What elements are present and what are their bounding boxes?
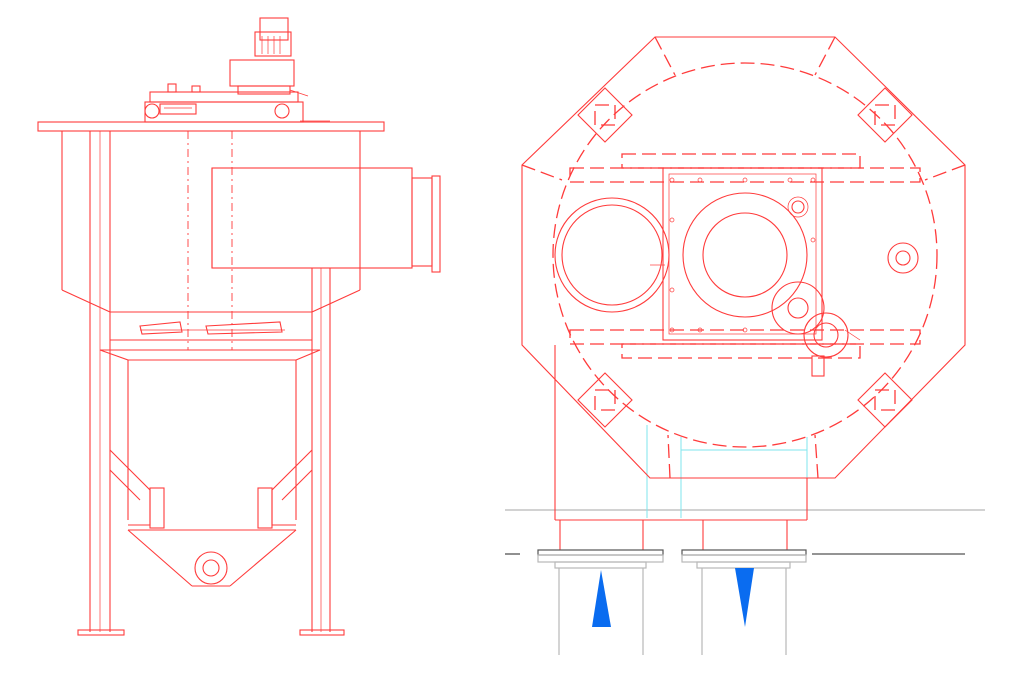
plan-view <box>505 36 985 655</box>
outlet-duct <box>211 167 441 273</box>
vessel-outline-dashed <box>552 62 938 448</box>
flow-marker-down <box>735 568 754 627</box>
flange-left <box>537 549 664 556</box>
foot-left <box>77 629 125 636</box>
corner-brackets <box>577 87 913 428</box>
support-legs <box>77 131 345 636</box>
flow-marker-up <box>592 570 611 627</box>
drain-flange <box>194 551 228 585</box>
vessel-body <box>61 131 361 351</box>
beam-lower <box>569 329 921 345</box>
radial-guides <box>521 36 966 479</box>
agitator-paddles <box>139 321 285 335</box>
motor-body <box>254 31 292 57</box>
drive-motor-plan <box>771 281 861 377</box>
brace-bracket-left <box>149 487 165 529</box>
lower-hopper <box>99 339 321 587</box>
reference-lines <box>646 425 808 518</box>
center-port <box>702 212 788 298</box>
small-port-right <box>887 242 919 274</box>
center-port-flange <box>682 192 808 318</box>
side-elevation-view <box>37 17 441 636</box>
brace-bracket-right <box>257 487 273 529</box>
flange-right <box>681 549 807 556</box>
top-plate <box>37 121 385 132</box>
gearbox <box>229 59 295 87</box>
porthole-left <box>554 197 670 313</box>
bolt-holes <box>669 177 816 333</box>
outlet-nozzles <box>537 520 807 655</box>
foot-right <box>299 629 345 636</box>
pulley-left <box>144 103 160 119</box>
drive-unit <box>144 17 330 123</box>
cover-plate <box>662 167 823 341</box>
octagon-housing <box>521 36 966 479</box>
beam-upper <box>621 153 861 169</box>
pulley-right <box>274 103 290 119</box>
